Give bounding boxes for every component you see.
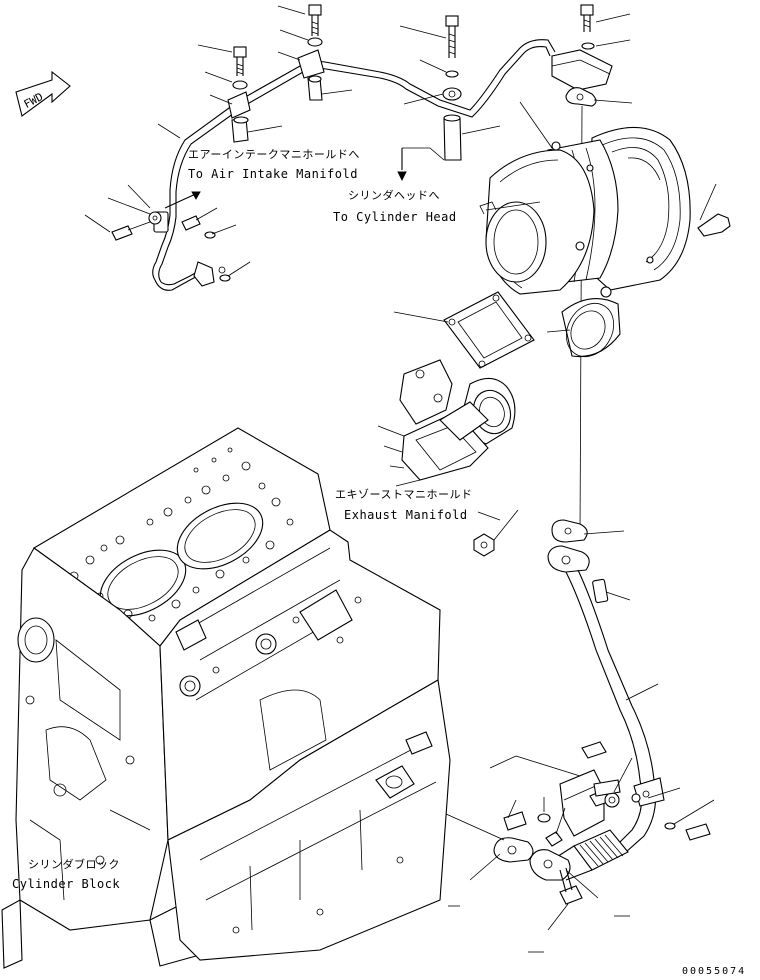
leader-lines-top [84, 5, 717, 277]
gasket-small [565, 87, 597, 107]
bolt-3 [445, 15, 459, 58]
pipe-bracket [503, 741, 711, 905]
pipe-clamp-top-right [442, 87, 462, 101]
washer [445, 70, 459, 78]
bolt-2 [308, 4, 322, 36]
turbocharger [479, 126, 731, 298]
bolt-1 [233, 46, 247, 76]
gasket-lower [493, 837, 534, 863]
label-exhaust-en: Exhaust Manifold [344, 508, 468, 522]
pipe-clamp-top-mid [297, 49, 325, 79]
nut [473, 533, 495, 557]
exhaust-manifold [377, 359, 516, 487]
reference-number: 00055074 [682, 966, 746, 977]
clamp-ring [561, 298, 621, 358]
label-exhaust-jp: エキゾーストマニホールド [335, 488, 472, 501]
oil-drain-pipe [529, 519, 676, 881]
fwd-arrow-icon: FWD [15, 70, 71, 117]
washer [307, 37, 323, 47]
spacer-long [443, 117, 462, 161]
label-block-en: Cylinder Block [12, 877, 120, 891]
washer [232, 80, 248, 90]
label-cyl-head-en: To Cylinder Head [333, 210, 457, 224]
bolt-4 [580, 4, 594, 32]
exhaust-gasket [443, 291, 535, 369]
label-cyl-head-jp: シリンダヘッドへ [348, 188, 440, 202]
washer [581, 42, 595, 50]
label-air-intake-jp: エアーインテークマニホールドへ [188, 148, 360, 161]
pipe-clamp-top-left [227, 91, 251, 119]
label-block-jp: シリンダブロック [28, 857, 120, 871]
cylinder-block [1, 427, 451, 969]
label-air-intake-en: To Air Intake Manifold [188, 167, 358, 181]
connector-block [551, 49, 613, 91]
